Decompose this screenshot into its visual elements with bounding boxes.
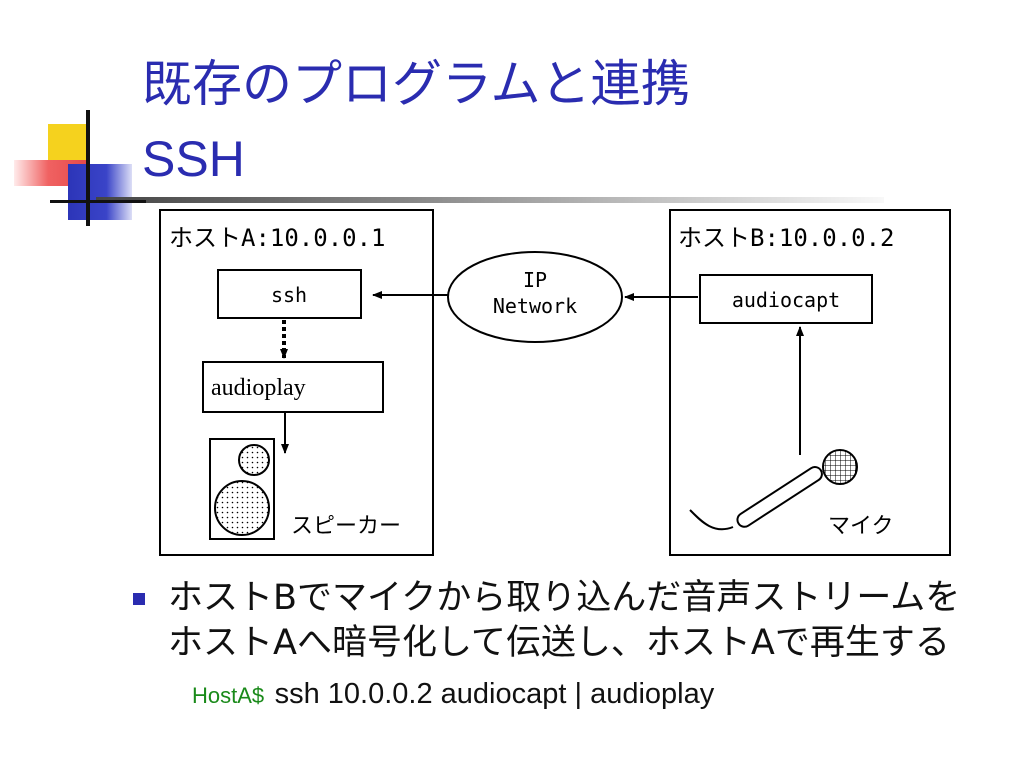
slide-subtitle: SSH bbox=[142, 131, 245, 187]
host-b-box bbox=[669, 209, 951, 556]
command-text: ssh 10.0.0.2 audiocapt | audioplay bbox=[274, 678, 715, 710]
ssh-label: ssh bbox=[271, 283, 307, 307]
ip-network-ellipse bbox=[447, 251, 623, 343]
command-line: HostA$ ssh 10.0.0.2 audiocapt | audiopla… bbox=[192, 678, 714, 711]
ssh-audio-diagram: ホストA:10.0.0.1 ssh audioplay スピーカー IP Net… bbox=[159, 209, 951, 556]
speaker-label: スピーカー bbox=[291, 514, 401, 539]
audioplay-label: audioplay bbox=[211, 375, 306, 401]
slide-title: 既存のプログラムと連携 bbox=[142, 55, 691, 113]
bullet-line-1: ホストBでマイクから取り込んだ音声ストリームを bbox=[168, 578, 961, 618]
network-label-line2: Network bbox=[493, 294, 577, 318]
decor-blue-square bbox=[68, 164, 132, 220]
microphone-icon bbox=[689, 449, 858, 531]
ssh-box bbox=[217, 269, 362, 319]
network-label-line1: IP bbox=[523, 268, 547, 292]
audioplay-box bbox=[202, 361, 384, 413]
decor-vertical-line bbox=[86, 110, 90, 226]
bullet-text: ホストBでマイクから取り込んだ音声ストリームを ホストAへ暗号化して伝送し、ホス… bbox=[168, 576, 988, 666]
host-b-label: ホストB:10.0.0.2 bbox=[678, 224, 895, 252]
decor-horizontal-line bbox=[50, 200, 146, 203]
bullet-marker bbox=[133, 593, 145, 605]
mic-label: マイク bbox=[828, 514, 894, 539]
audiocapt-label: audiocapt bbox=[732, 288, 840, 312]
host-a-box bbox=[159, 209, 434, 556]
bullet-line-2: ホストAへ暗号化して伝送し、ホストAで再生する bbox=[168, 623, 950, 663]
title-underline bbox=[96, 197, 884, 203]
speaker-icon bbox=[209, 438, 275, 540]
host-a-label: ホストA:10.0.0.1 bbox=[169, 224, 386, 252]
audiocapt-box bbox=[699, 274, 873, 324]
command-prompt: HostA$ bbox=[192, 683, 265, 708]
